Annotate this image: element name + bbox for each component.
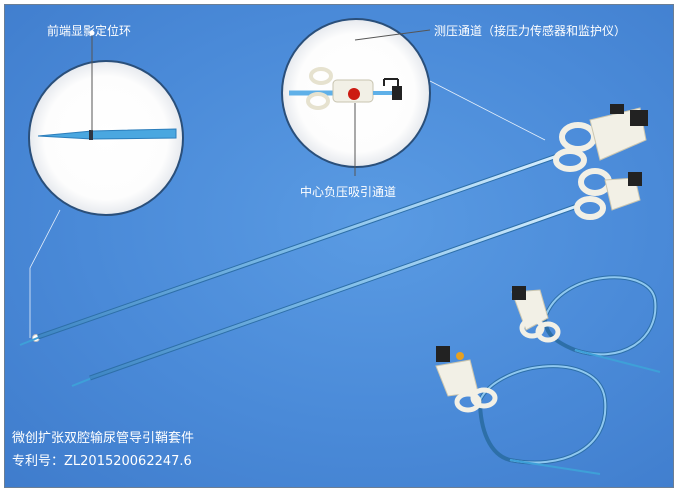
sheath-upper: [19, 104, 648, 346]
product-name: 微创扩张双腔输尿管导引鞘套件: [12, 431, 195, 446]
patent-number: 专利号：ZL201520062247.6: [12, 454, 192, 469]
pressure-channel-label: 测压通道（接压力传感器和监护仪）: [434, 24, 627, 38]
coiled-sheath-bottom: [435, 346, 608, 475]
magnifier-circle-top: [281, 18, 431, 176]
suction-channel-label: 中心负压吸引通道: [300, 185, 397, 199]
coiled-sheath-right: [511, 275, 661, 373]
sheath-lower: [71, 168, 642, 387]
tip-marker-ring-label: 前端显影定位环: [47, 24, 132, 38]
leader-line-top: [429, 80, 546, 141]
magnifier-circle-left: [28, 30, 184, 216]
leader-line-tip: [29, 209, 61, 338]
